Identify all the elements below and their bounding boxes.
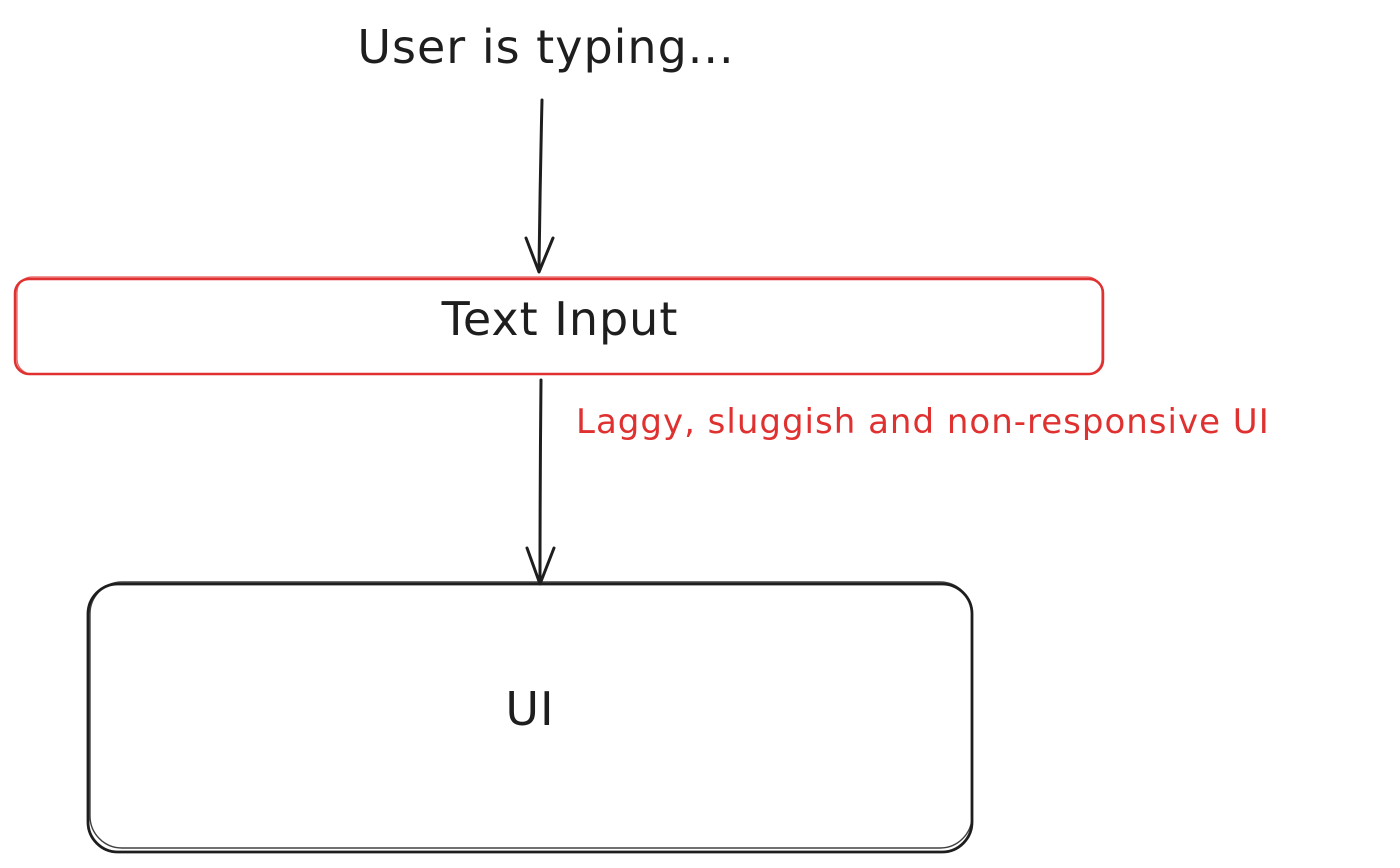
typing-title: User is typing... [357, 20, 735, 74]
arrow-head [524, 236, 555, 274]
text-input-box-sketch-stroke [16, 276, 1103, 375]
arrow-shaft [537, 98, 544, 272]
text-input-box [13, 276, 1105, 376]
ui-label: UI [505, 682, 555, 736]
text-input-label: Text Input [441, 292, 679, 346]
arrow-input-to-ui [525, 378, 556, 586]
arrow-shaft [538, 378, 543, 584]
ui-box [86, 581, 974, 854]
lag-annotation: Laggy, sluggish and non-responsive UI [576, 402, 1270, 442]
arrow-typing-to-input [524, 98, 555, 274]
ui-box-sketch-stroke [89, 581, 973, 849]
